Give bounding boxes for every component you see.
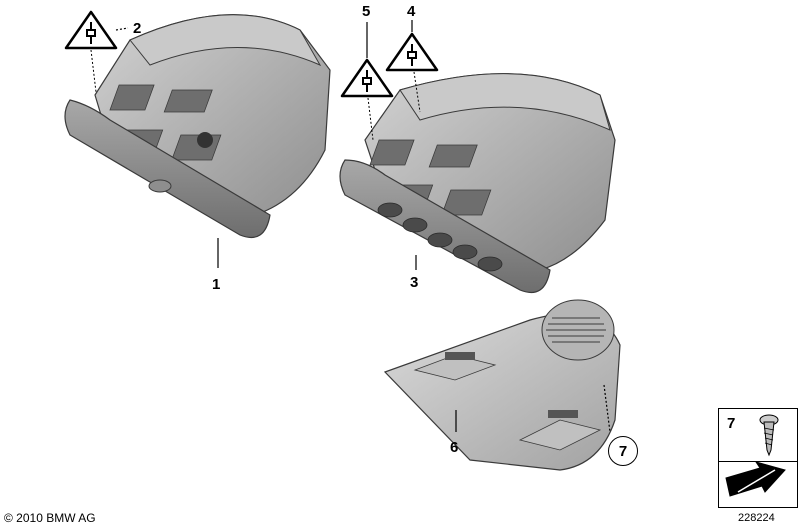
legend-box: 7 [718, 408, 798, 508]
callout-3: 3 [410, 274, 419, 291]
warning-triangle-4 [385, 20, 439, 113]
screw-icon [759, 414, 779, 457]
callout-5: 5 [362, 3, 371, 20]
diagram-id: 228224 [738, 512, 775, 524]
copyright: © 2010 BMW AG [4, 511, 96, 525]
callout-7: 7 [608, 436, 638, 466]
warning-triangle-5 [340, 22, 394, 141]
callout-6: 6 [450, 439, 459, 456]
legend-divider [719, 461, 797, 462]
callout-1: 1 [212, 276, 221, 293]
callout-4: 4 [407, 3, 416, 20]
leader-lines [217, 238, 611, 433]
part-6-cover [383, 299, 621, 471]
part-3-roof-function-centre [339, 73, 616, 294]
warning-triangle-2 [64, 10, 129, 93]
callout-2: 2 [133, 20, 142, 37]
legend-number: 7 [727, 415, 736, 432]
arrow-icon [725, 461, 786, 497]
part-1-roof-function-centre [64, 14, 331, 239]
